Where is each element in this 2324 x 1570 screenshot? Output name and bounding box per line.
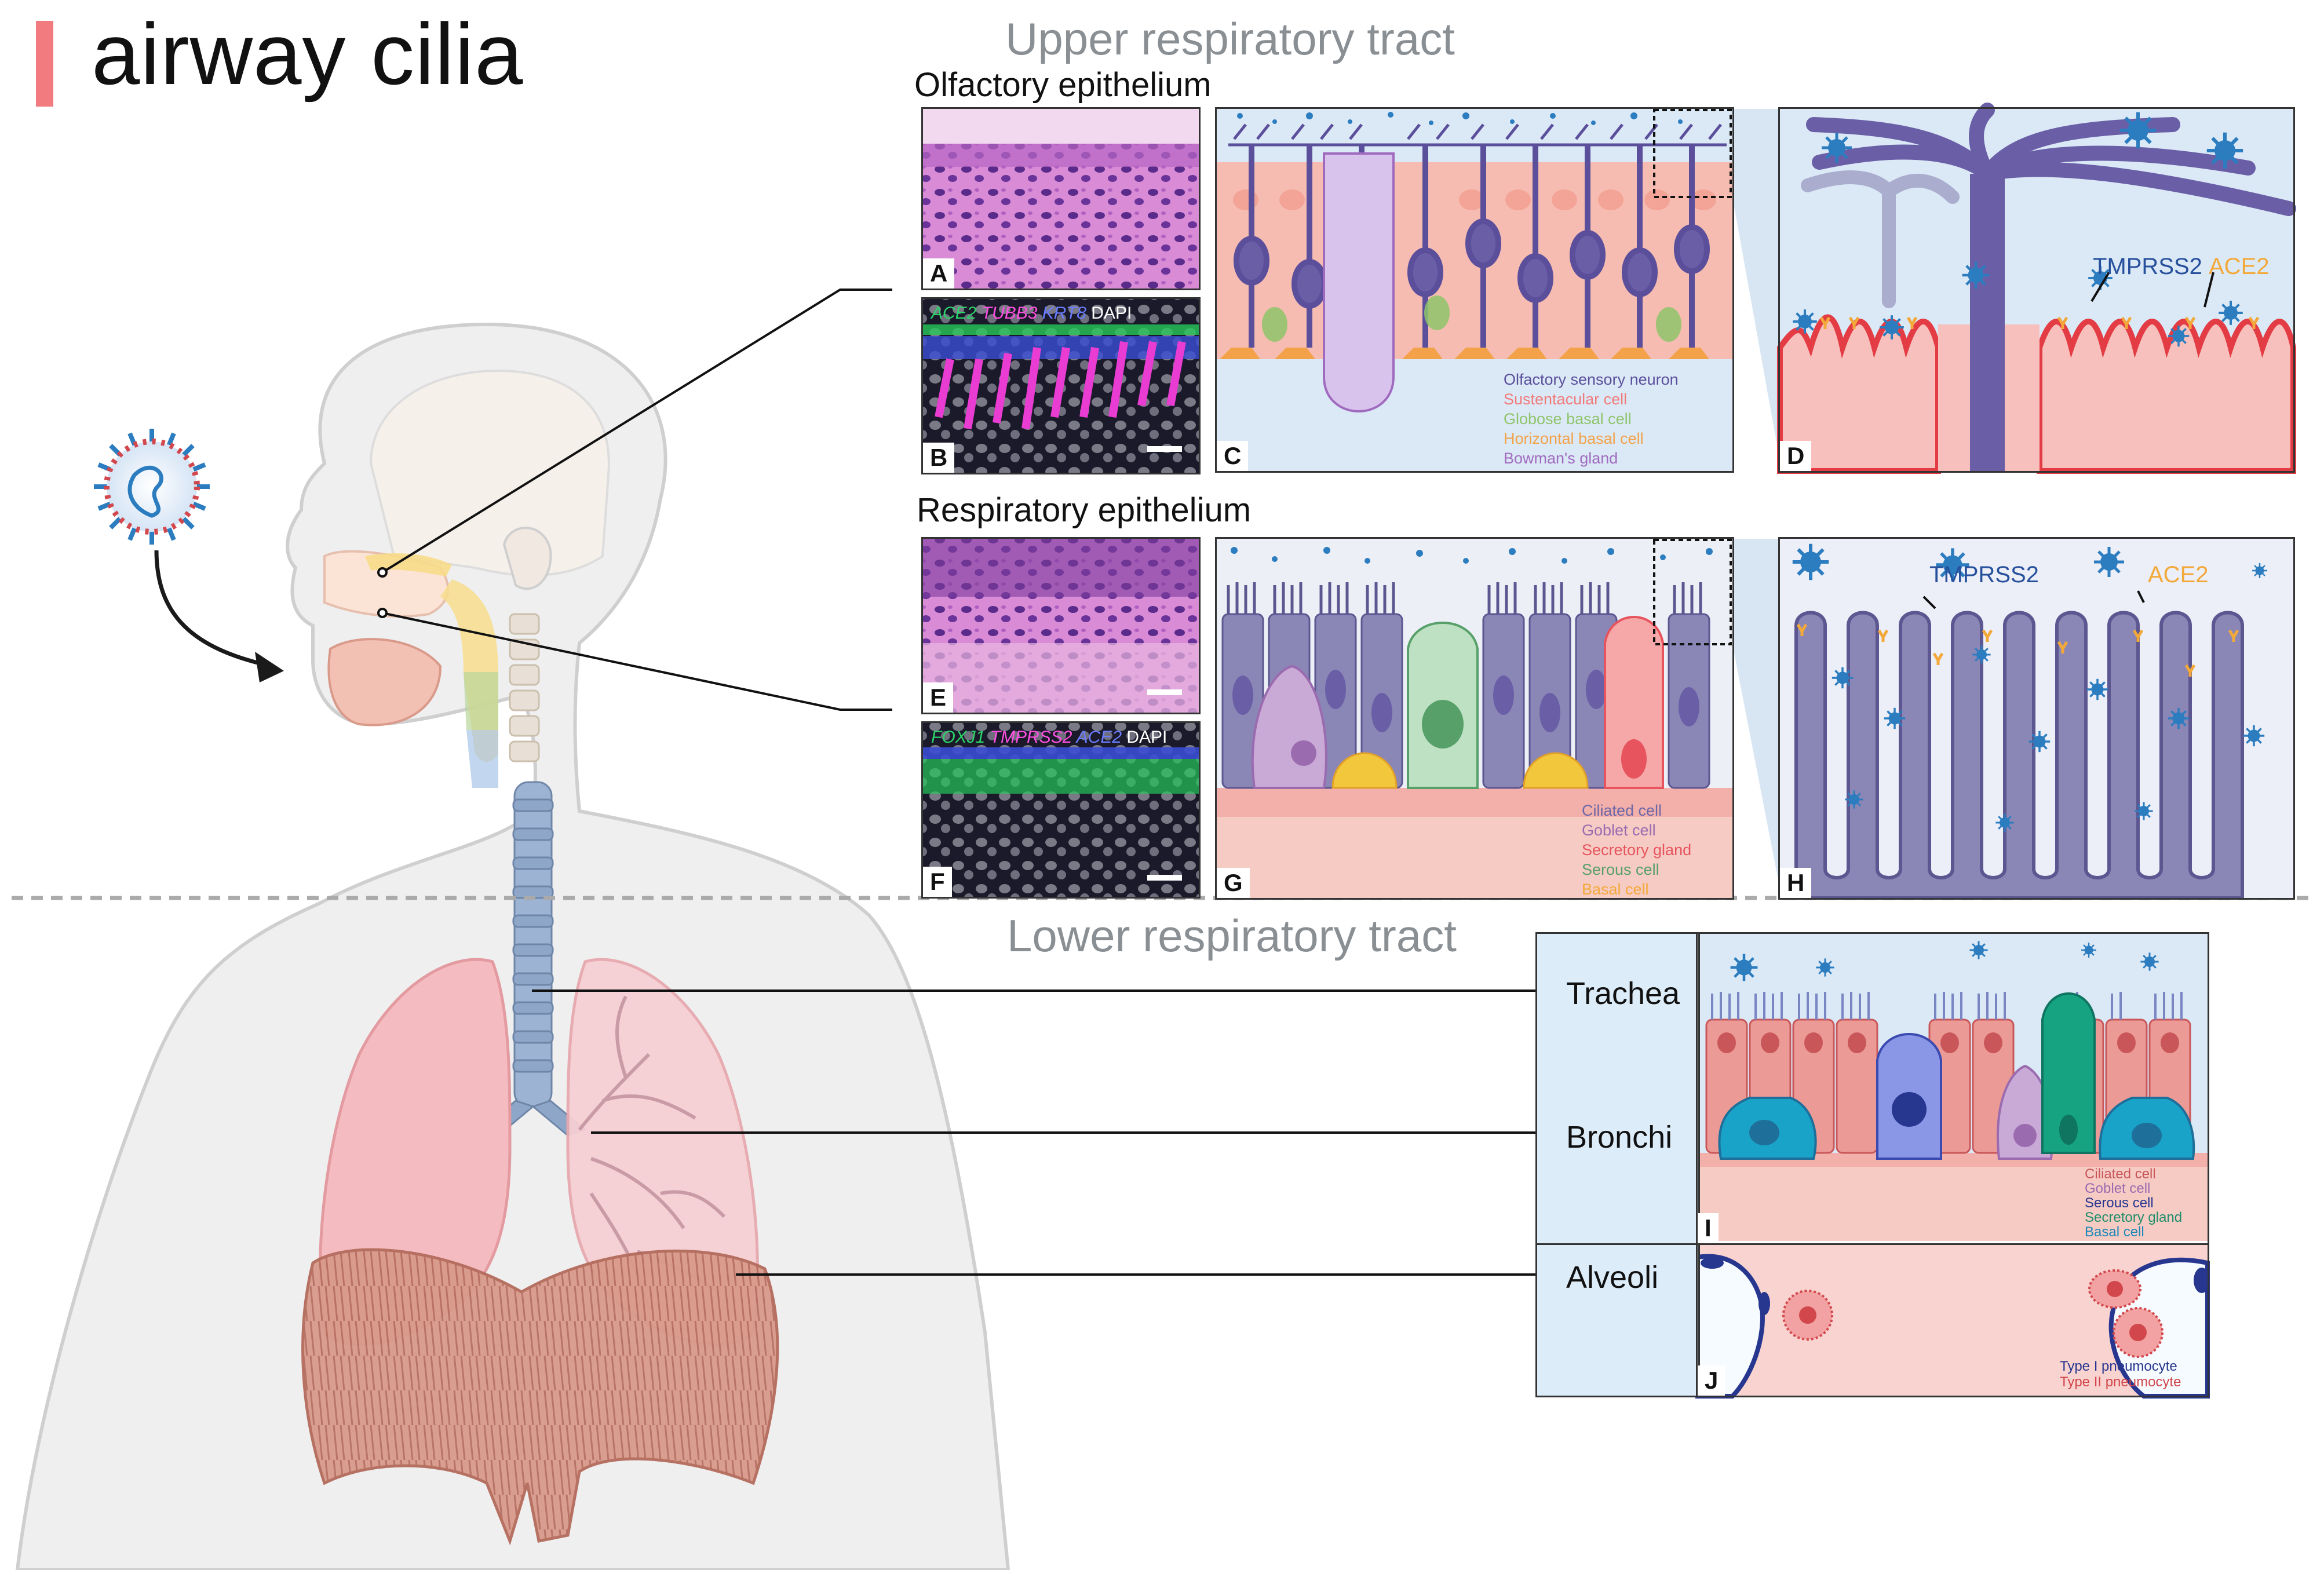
- panel-b: ACE2 TUBB3 KRT8 DAPI B: [921, 297, 1201, 474]
- stain-krt8: KRT8: [1042, 304, 1086, 323]
- sars-cov-2-virion-icon: [94, 429, 210, 545]
- panel-i-legend: Ciliated cell Goblet cell Serous cell Se…: [2085, 1167, 2182, 1239]
- olfactory-region: [365, 553, 452, 576]
- stain-dapi: DAPI: [1126, 728, 1168, 747]
- tmprss2-label-d: TMPRSS2: [2093, 254, 2202, 279]
- legend-g-item: Serous cell: [1582, 861, 1659, 878]
- panel-h-cilia-zoom: [1732, 539, 2293, 900]
- ace2-label-h: ACE2: [2148, 562, 2209, 587]
- legend-c-item: Olfactory sensory neuron: [1504, 371, 1679, 388]
- panel-h-label: H: [1780, 867, 1812, 898]
- title-accent-bar: [36, 21, 53, 107]
- legend-j-item: Type I pneumocyte: [2060, 1359, 2177, 1374]
- panel-c-olfactory-diagram: [1217, 109, 1732, 471]
- legend-c-item: Horizontal basal cell: [1504, 430, 1644, 447]
- panel-a: A: [921, 107, 1201, 290]
- skull: [369, 369, 610, 577]
- olfactory-heading: Olfactory epithelium: [914, 66, 1212, 104]
- legend-g-item: Secretory gland: [1582, 841, 1692, 859]
- upper-tract-heading: Upper respiratory tract: [1005, 13, 1455, 64]
- panel-c-label: C: [1217, 440, 1249, 471]
- panel-g-legend: Ciliated cell Goblet cell Secretory glan…: [1582, 801, 1692, 898]
- stain-tmprss2: TMPRSS2: [990, 728, 1072, 747]
- legend-j-item: Type II pneumocyte: [2060, 1374, 2181, 1390]
- legend-i-item: Ciliated cell: [2085, 1166, 2156, 1182]
- panel-i-label: I: [1698, 1213, 1719, 1243]
- alveoli-box: Alveoli: [1535, 1243, 1700, 1397]
- panel-a-micrograph: [923, 109, 1199, 289]
- panel-i: I Ciliated cell Goblet cell Serous cell …: [1696, 932, 2209, 1245]
- alveoli-label: Alveoli: [1566, 1260, 1659, 1295]
- panel-g-respiratory-diagram: [1217, 539, 1732, 898]
- entry-arrow: [154, 550, 273, 669]
- respiratory-heading: Respiratory epithelium: [917, 491, 1252, 529]
- legend-c-item: Sustentacular cell: [1504, 390, 1628, 408]
- panel-f: FOXJ1 TMPRSS2 ACE2 DAPI F: [921, 721, 1201, 899]
- tongue: [327, 638, 442, 726]
- legend-c-item: Globose basal cell: [1504, 410, 1632, 428]
- panel-j-label: J: [1698, 1365, 1725, 1396]
- stain-dapi: DAPI: [1091, 304, 1132, 323]
- panel-g: G Ciliated cell Goblet cell Secretory gl…: [1215, 537, 1734, 900]
- ace2-label-d: ACE2: [2209, 254, 2270, 279]
- stain-ace2: ACE2: [1076, 728, 1122, 747]
- panel-e-micrograph: [923, 539, 1199, 713]
- legend-i-item: Serous cell: [2085, 1195, 2154, 1211]
- stain-tubb3: TUBB3: [981, 304, 1038, 323]
- panel-j-legend: Type I pneumocyte Type II pneumocyte: [2060, 1359, 2181, 1390]
- olfactory-dendrite: [1970, 174, 2005, 471]
- panel-f-stain-legend: FOXJ1 TMPRSS2 ACE2 DAPI: [931, 728, 1167, 747]
- panel-c-legend: Olfactory sensory neuron Sustentacular c…: [1504, 370, 1679, 468]
- legend-i-item: Secretory gland: [2085, 1210, 2183, 1225]
- ear: [502, 527, 552, 590]
- legend-g-item: Goblet cell: [1582, 821, 1656, 839]
- panel-j-alveoli-diagram: [1695, 1243, 2210, 1399]
- panel-d-label: D: [1780, 440, 1812, 471]
- human-body-illustration: [15, 322, 1010, 1570]
- bowmans-gland: [1323, 152, 1395, 412]
- legend-g-item: Ciliated cell: [1582, 802, 1662, 819]
- panel-f-label: F: [923, 866, 952, 897]
- panel-b-stain-legend: ACE2 TUBB3 KRT8 DAPI: [931, 304, 1132, 323]
- stain-foxj1: FOXJ1: [931, 728, 986, 747]
- panel-h: H TMPRSS2 ACE2: [1778, 537, 2295, 900]
- panel-d: D TMPRSS2 ACE2: [1778, 107, 2295, 473]
- panel-b-label: B: [923, 442, 955, 473]
- trachea-label: Trachea: [1566, 976, 1680, 1011]
- cervical-spine: [509, 613, 540, 762]
- bronchi-label: Bronchi: [1566, 1120, 1673, 1155]
- panel-g-label: G: [1217, 867, 1250, 898]
- panel-b-micrograph: [923, 299, 1199, 473]
- panel-a-label: A: [923, 258, 955, 289]
- diaphragm: [301, 1248, 779, 1546]
- panel-c: C Olfactory sensory neuron Sustentacular…: [1215, 107, 1734, 473]
- tmprss2-label-h: TMPRSS2: [1929, 562, 2039, 587]
- legend-i-item: Basal cell: [2085, 1224, 2144, 1240]
- lower-tract-heading: Lower respiratory tract: [1007, 910, 1457, 961]
- secretory-gland-shape: [1604, 616, 1664, 789]
- panel-d-zoom-diagram: [1732, 103, 2296, 474]
- page-title: airway cilia: [92, 5, 524, 103]
- legend-g-item: Basal cell: [1582, 881, 1649, 898]
- panel-f-micrograph: [923, 723, 1199, 897]
- stain-ace2: ACE2: [931, 304, 977, 323]
- panel-i-trachea-diagram: [1698, 934, 2208, 1241]
- trachea-bronchi-box: Trachea Bronchi: [1535, 932, 1700, 1245]
- connector-lines: [377, 289, 1535, 1276]
- legend-i-item: Goblet cell: [2085, 1181, 2151, 1196]
- panel-j: J Type I pneumocyte Type II pneumocyte: [1696, 1243, 2209, 1397]
- legend-c-item: Bowman's gland: [1504, 450, 1618, 467]
- arrowhead: [255, 652, 284, 682]
- panel-e: E: [921, 537, 1201, 714]
- panel-e-label: E: [923, 682, 954, 713]
